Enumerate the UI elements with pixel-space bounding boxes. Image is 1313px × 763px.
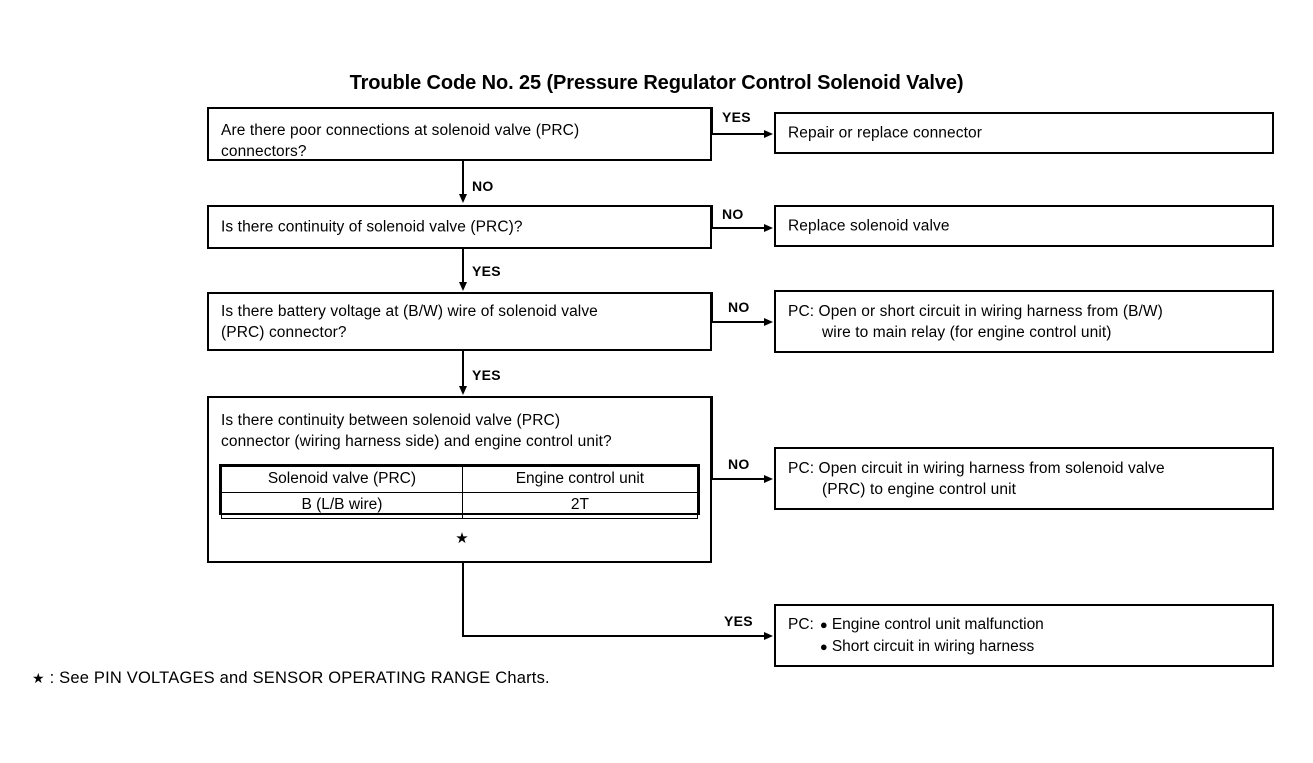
connector-q1-to-r1 <box>712 133 765 135</box>
result-box-open-circuit-to-ecu: PC: Open circuit in wiring harness from … <box>774 447 1274 510</box>
result-box-repair-replace-connector-text: Repair or replace connector <box>788 124 982 142</box>
table-cell-solenoid-terminal: B (L/B wire) <box>221 492 463 519</box>
footnote-separator: : <box>49 669 55 687</box>
edge-label-q3-no: NO <box>728 299 750 315</box>
connector-q3-branch-riser <box>711 292 713 323</box>
table-header-row: Solenoid valve (PRC) Engine control unit <box>221 466 699 493</box>
result-box-ecu-malfunction-content: PC: ●Engine control unit malfunction ●Sh… <box>788 614 1044 658</box>
result-box-repair-replace-connector: Repair or replace connector <box>774 112 1274 154</box>
connector-q4-yes-run <box>462 635 765 637</box>
result-box-replace-solenoid-valve: Replace solenoid valve <box>774 205 1274 247</box>
decision-box-solenoid-continuity: Is there continuity of solenoid valve (P… <box>207 205 712 249</box>
arrowhead-q3-to-q4 <box>458 386 467 395</box>
decision-box-poor-connections: Are there poor connections at solenoid v… <box>207 107 712 161</box>
table-cell-ecu-terminal: 2T <box>461 492 699 519</box>
arrowhead-q4-to-r5 <box>764 631 773 640</box>
table-header-solenoid-valve: Solenoid valve (PRC) <box>221 466 463 493</box>
arrowhead-q2-to-r2 <box>764 223 773 232</box>
connector-q2-to-q3 <box>462 249 464 285</box>
result-box-replace-solenoid-valve-text: Replace solenoid valve <box>788 217 950 235</box>
result-box-open-circuit-to-ecu-text: PC: Open circuit in wiring harness from … <box>788 459 1165 498</box>
edge-label-q2-no: NO <box>722 206 744 222</box>
footnote-text: See PIN VOLTAGES and SENSOR OPERATING RA… <box>59 669 550 687</box>
result-box-ecu-malfunction: PC: ●Engine control unit malfunction ●Sh… <box>774 604 1274 667</box>
decision-box-battery-voltage: Is there battery voltage at (B/W) wire o… <box>207 292 712 351</box>
arrowhead-q3-to-r3 <box>764 317 773 326</box>
result-box-open-short-main-relay-text: PC: Open or short circuit in wiring harn… <box>788 302 1163 341</box>
edge-label-q4-yes: YES <box>724 613 753 629</box>
arrowhead-q4-to-r4 <box>764 474 773 483</box>
connector-q1-to-q2 <box>462 161 464 197</box>
decision-box-solenoid-continuity-text: Is there continuity of solenoid valve (P… <box>221 218 523 236</box>
result-box-open-short-main-relay: PC: Open or short circuit in wiring harn… <box>774 290 1274 353</box>
bullet-icon: ● <box>819 638 828 654</box>
arrowhead-q2-to-q3 <box>458 282 467 291</box>
decision-box-battery-voltage-text: Is there battery voltage at (B/W) wire o… <box>221 302 598 341</box>
decision-box-poor-connections-text: Are there poor connections at solenoid v… <box>221 122 580 160</box>
connector-q2-to-r2 <box>712 227 765 229</box>
result-pc-label: PC: <box>788 615 814 633</box>
edge-label-q3-yes: YES <box>472 367 501 383</box>
star-icon: ★ <box>455 530 469 547</box>
connector-q3-to-q4 <box>462 351 464 389</box>
arrowhead-q1-to-q2 <box>458 194 467 203</box>
footnote: ★ : See PIN VOLTAGES and SENSOR OPERATIN… <box>32 670 550 687</box>
connector-q3-to-r3 <box>712 321 765 323</box>
edge-label-q1-yes: YES <box>722 109 751 125</box>
connector-q1-branch-riser <box>711 107 713 135</box>
connector-q2-branch-riser <box>711 205 713 229</box>
table-header-engine-control-unit: Engine control unit <box>461 466 699 493</box>
list-item: ●Engine control unit malfunction <box>820 616 1044 633</box>
edge-label-q4-no: NO <box>728 456 750 472</box>
decision-box-continuity-to-ecu-text: Is there continuity between solenoid val… <box>221 412 612 450</box>
arrowhead-q1-to-r1 <box>764 129 773 138</box>
footnote-star-icon: ★ <box>32 670 45 686</box>
edge-label-q2-yes: YES <box>472 263 501 279</box>
page-title: Trouble Code No. 25 (Pressure Regulator … <box>349 72 964 94</box>
edge-label-q1-no: NO <box>472 178 494 194</box>
list-item: ●Short circuit in wiring harness <box>820 638 1034 655</box>
result-bullet-list: ●Engine control unit malfunction ●Short … <box>820 614 1044 658</box>
table-row: B (L/B wire) 2T <box>221 492 699 519</box>
connector-q4-to-r4 <box>712 478 765 480</box>
pin-assignment-table-grid: Solenoid valve (PRC) Engine control unit… <box>221 466 699 519</box>
connector-q4-yes-riser <box>462 563 464 637</box>
bullet-icon: ● <box>819 616 828 632</box>
pin-assignment-table: Solenoid valve (PRC) Engine control unit… <box>219 464 700 519</box>
connector-q4-branch-riser <box>711 396 713 480</box>
